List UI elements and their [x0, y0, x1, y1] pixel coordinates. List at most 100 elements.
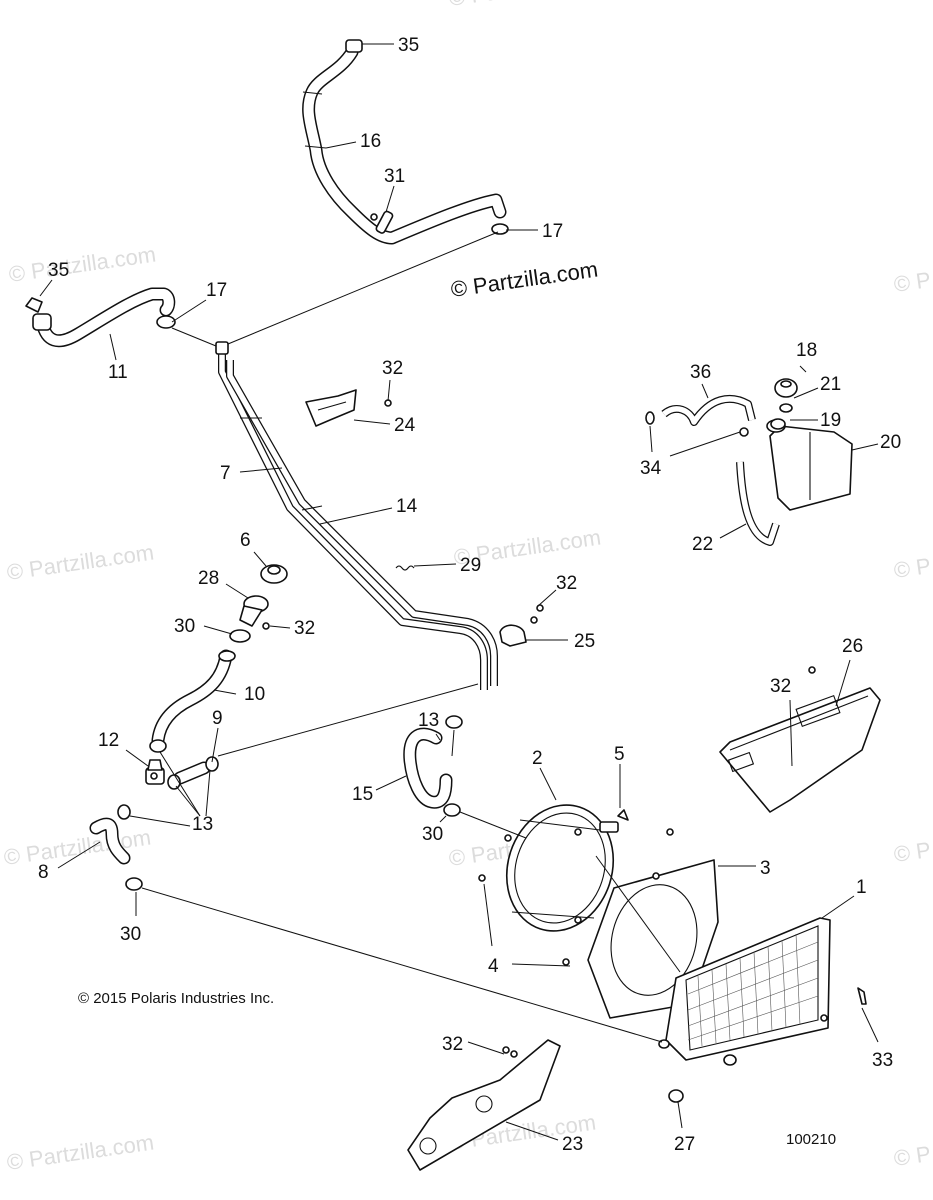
coolant-reservoir-20: [766, 419, 853, 511]
callout-23: 23: [562, 1134, 583, 1155]
callout-12: 12: [98, 730, 119, 751]
tube-end-fitting: [215, 341, 229, 355]
callout-9: 9: [212, 708, 223, 729]
callout-35: 35: [48, 260, 69, 281]
callout-10: 10: [244, 684, 265, 705]
grommet-27: [668, 1089, 684, 1103]
watermark-tile: © Partzilla.com: [447, 0, 597, 11]
hose-clamp-13-upper: [149, 739, 167, 753]
vent-hose-36: [661, 394, 756, 426]
callout-8: 8: [38, 862, 49, 883]
mounting-bracket-26: [719, 666, 881, 813]
callout-17: 17: [542, 221, 563, 242]
callout-35: 35: [398, 35, 419, 56]
watermark-edge: © P: [892, 553, 932, 583]
radiator-1: [658, 917, 831, 1066]
leader-lines: [39, 43, 879, 1141]
watermark-edge: © P: [892, 267, 932, 297]
callout-7: 7: [220, 463, 231, 484]
callout-labels: 35 16 31 17 35 17 11 32 24 7 14 29 6 28 …: [38, 35, 901, 1155]
overflow-hose-22: [736, 461, 780, 546]
callout-20: 20: [880, 432, 901, 453]
callout-32: 32: [556, 573, 577, 594]
callout-18: 18: [796, 340, 817, 361]
callout-5: 5: [614, 744, 625, 765]
callout-13: 13: [192, 814, 213, 835]
callout-26: 26: [842, 636, 863, 657]
callout-14: 14: [396, 496, 418, 517]
watermark-edge: © P: [892, 837, 932, 867]
callout-17: 17: [206, 280, 227, 301]
coolant-tube-14: [226, 360, 498, 686]
callout-32: 32: [442, 1034, 463, 1055]
callout-2: 2: [532, 748, 543, 769]
callout-6: 6: [240, 530, 251, 551]
coolant-hose-8: [89, 817, 131, 865]
coolant-hose-16: [302, 39, 507, 245]
callout-27: 27: [674, 1134, 695, 1155]
callout-30: 30: [120, 924, 141, 945]
hose-clamp-13-mid: [445, 715, 463, 729]
watermark-tile: © Partzilla.com: [5, 540, 155, 585]
callout-16: 16: [360, 131, 381, 152]
callout-3: 3: [760, 858, 771, 879]
coolant-hose-15: [403, 727, 453, 809]
callout-36: 36: [690, 362, 711, 383]
tee-fitting-12: [145, 759, 165, 785]
hose-clamp-30-upper: [229, 629, 251, 643]
o-ring-21: [779, 403, 793, 413]
fan-bolt-5: [617, 809, 629, 821]
callout-1: 1: [856, 877, 867, 898]
callout-32: 32: [294, 618, 315, 639]
clip-25: [499, 616, 538, 647]
hose-clamp-35-left: [25, 297, 43, 313]
callout-4: 4: [488, 956, 499, 977]
seal-19: [770, 418, 786, 430]
hose-clamp-30-lower: [125, 877, 143, 891]
callout-13: 13: [418, 710, 439, 731]
hose-clamp-17-top: [491, 223, 509, 235]
callout-31: 31: [384, 166, 405, 187]
filler-neck-28: [239, 595, 270, 630]
callout-22: 22: [692, 534, 713, 555]
callout-32: 32: [382, 358, 403, 379]
coolant-hose-11: [32, 287, 176, 348]
callout-24: 24: [394, 415, 416, 436]
bleed-valve-31: [370, 210, 394, 234]
watermark-tile: © Partzilla.com: [5, 1130, 155, 1175]
callout-33: 33: [872, 1050, 893, 1071]
bolt-33: [857, 987, 867, 1005]
spring-29: [395, 565, 415, 571]
coolant-hose-10: [151, 649, 236, 747]
reservoir-cap-18: [774, 378, 798, 398]
coolant-tube-7: [218, 350, 488, 690]
callout-11: 11: [108, 362, 128, 383]
hose-9: [173, 761, 211, 785]
radiator-bracket-23: [407, 1039, 561, 1171]
screw-set: [478, 604, 828, 1054]
diagram-number: 100210: [786, 1131, 836, 1148]
watermark-tile: © Partzilla.com: [7, 242, 157, 287]
callout-28: 28: [198, 568, 219, 589]
copyright-notice: © 2015 Polaris Industries Inc.: [78, 990, 274, 1007]
tube-bracket-24: [305, 389, 392, 427]
hose-clamp-13-left: [117, 804, 131, 820]
callout-30: 30: [174, 616, 195, 637]
callout-15: 15: [352, 784, 373, 805]
callout-25: 25: [574, 631, 595, 652]
radiator-cap-6: [260, 564, 288, 584]
watermark-edge: © P: [892, 1141, 932, 1171]
fan-2: [505, 804, 619, 932]
partzilla-watermark: © Partzilla.com: [449, 257, 599, 302]
callout-19: 19: [820, 410, 841, 431]
watermark-tile: © Partzilla.com: [2, 825, 152, 870]
hose-clamp-30-mid: [443, 803, 461, 817]
callout-21: 21: [820, 374, 841, 395]
radiator-core-grid: [687, 933, 819, 1047]
callout-30: 30: [422, 824, 443, 845]
hose-clamp-17-left: [156, 315, 176, 329]
callout-32: 32: [770, 676, 791, 697]
callout-34: 34: [640, 458, 662, 479]
callout-29: 29: [460, 555, 481, 576]
